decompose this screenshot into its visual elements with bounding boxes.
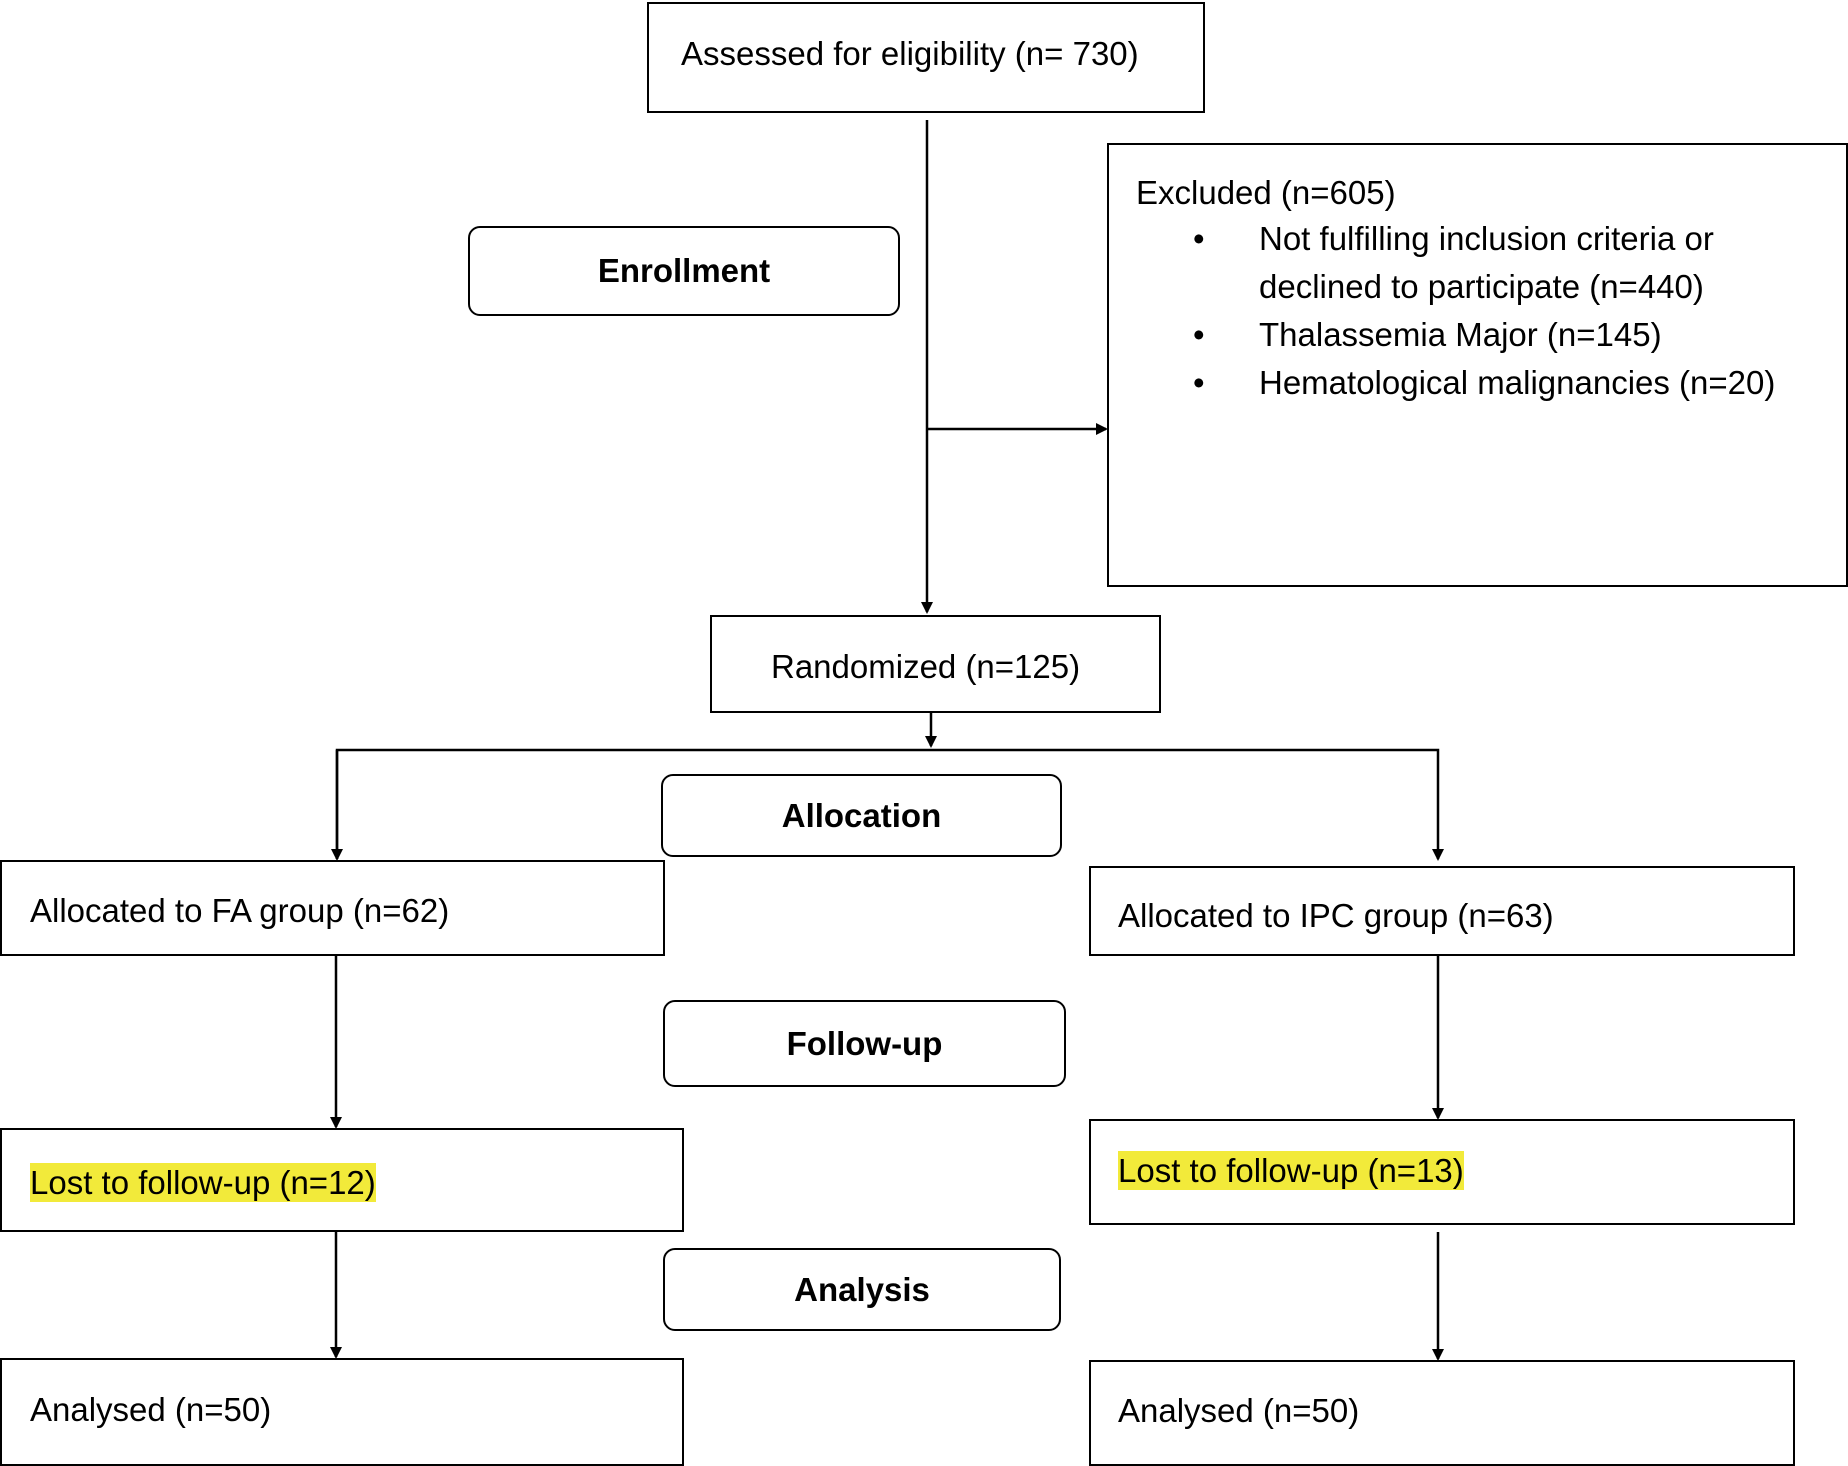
bullet: •: [1193, 364, 1205, 401]
excluded-box: Excluded (n=605) • Not fulfilling inclus…: [1107, 143, 1848, 587]
excluded-item-line: Hematological malignancies (n=20): [1259, 364, 1776, 401]
ipc-allocated-box: Allocated to IPC group (n=63): [1089, 866, 1795, 956]
ipc-allocated-label: Allocated to IPC group (n=63): [1118, 897, 1554, 934]
excluded-item-line: Not fulfilling inclusion criteria or: [1259, 220, 1714, 257]
ipc-analysed-label: Analysed (n=50): [1118, 1392, 1360, 1429]
followup-stage: Follow-up: [663, 1000, 1066, 1087]
excluded-list: • Not fulfilling inclusion criteria or d…: [1109, 215, 1775, 407]
analysis-stage: Analysis: [663, 1248, 1061, 1331]
fa-lost-label: Lost to follow-up (n=12): [30, 1163, 376, 1202]
enrollment-stage: Enrollment: [468, 226, 900, 316]
excluded-title: Excluded (n=605): [1136, 174, 1396, 211]
ipc-analysed-box: Analysed (n=50): [1089, 1360, 1795, 1466]
fa-lost-box: Lost to follow-up (n=12): [0, 1128, 684, 1232]
fa-analysed-label: Analysed (n=50): [30, 1391, 272, 1428]
excluded-item-line: Thalassemia Major (n=145): [1259, 316, 1662, 353]
assessed-box: Assessed for eligibility (n= 730): [647, 2, 1205, 113]
ipc-lost-label: Lost to follow-up (n=13): [1118, 1151, 1464, 1190]
assessed-label: Assessed for eligibility (n= 730): [681, 35, 1139, 72]
excluded-item: • Thalassemia Major (n=145): [1109, 311, 1775, 359]
randomized-label: Randomized (n=125): [771, 648, 1081, 685]
fa-allocated-box: Allocated to FA group (n=62): [0, 860, 665, 956]
randomized-box: Randomized (n=125): [710, 615, 1161, 713]
excluded-item-line: declined to participate (n=440): [1259, 268, 1704, 305]
fa-analysed-box: Analysed (n=50): [0, 1358, 684, 1466]
fa-allocated-label: Allocated to FA group (n=62): [30, 892, 450, 929]
ipc-lost-box: Lost to follow-up (n=13): [1089, 1119, 1795, 1225]
bullet: •: [1193, 316, 1205, 353]
bullet: •: [1193, 220, 1205, 257]
allocation-stage: Allocation: [661, 774, 1062, 857]
excluded-item: • Not fulfilling inclusion criteria or d…: [1109, 215, 1775, 311]
excluded-item: • Hematological malignancies (n=20): [1109, 359, 1775, 407]
